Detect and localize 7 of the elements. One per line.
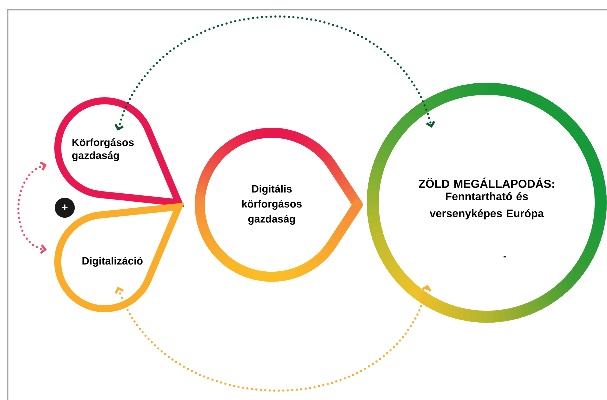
dotted-arrow [114, 16, 436, 131]
dotted-arrow [18, 162, 47, 254]
teardrop-node: Digitális körforgásos gazdaság [195, 128, 363, 282]
circle-node: ZÖLD MEGÁLLAPODÁS: Fenntartható és versenyképes Európa - [367, 83, 607, 323]
teardrop-node: Körforgásos gazdaság [54, 98, 182, 206]
dotted-arrow [115, 285, 432, 392]
plus-badge: + [55, 198, 75, 218]
